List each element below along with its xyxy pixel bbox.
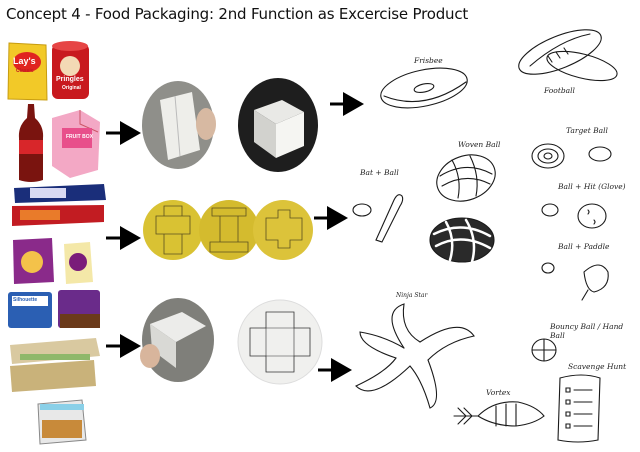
scavenger-hunt-label: Scavenge Hunt <box>568 362 626 371</box>
ball-hit-sketch <box>542 204 606 228</box>
fruit-flakes-photo <box>13 238 54 284</box>
dieline-circle-2 <box>199 200 259 260</box>
target-ball-sketch <box>532 144 611 168</box>
woven-ball-label: Woven Ball <box>458 140 500 149</box>
candy-bar-photo <box>14 184 106 203</box>
vortex-sketch <box>454 402 544 426</box>
dieline-circle-3 <box>253 200 313 260</box>
gummy-pack-photo <box>64 242 93 284</box>
hands-folding-carton-photo <box>140 298 214 382</box>
pringles-label: Pringles <box>56 76 84 83</box>
cross-dieline-photo <box>238 300 322 384</box>
fruit-box-label: FRUIT BOX <box>66 134 93 140</box>
pringles-sub-label: Original <box>62 85 81 91</box>
lays-sub-label: Classic <box>16 68 34 74</box>
target-ball-label: Target Ball <box>566 126 608 135</box>
coke-bottle-photo <box>19 104 43 182</box>
frisbee-label: Frisbee <box>414 56 443 65</box>
bat-ball-sketch <box>353 195 403 242</box>
football-label: Football <box>544 86 575 95</box>
dieline-circle-1 <box>143 200 203 260</box>
silhouette-label: Silhouette <box>13 297 37 303</box>
woven-ball-dark-sketch <box>430 218 494 262</box>
vortex-label: Vortex <box>486 388 511 397</box>
sandwich-pack-photo <box>10 338 100 392</box>
ball-hit-label: Ball + Hit (Glove) <box>558 182 626 191</box>
frisbee-sketch <box>377 61 471 115</box>
white-cube-photo <box>238 78 318 172</box>
bouncy-ball-label: Bouncy Ball / Hand Ball <box>550 322 632 340</box>
snack-bar-photo <box>12 205 104 226</box>
yogurt-cups-photo <box>8 290 100 328</box>
hands-folding-box-photo <box>142 81 216 169</box>
bouncy-ball-sketch <box>532 339 556 361</box>
ball-paddle-label: Ball + Paddle <box>558 242 609 251</box>
ball-paddle-sketch <box>542 263 608 300</box>
scavenger-list-sketch <box>558 375 600 442</box>
lunch-tray-photo <box>38 400 86 444</box>
football-sketch <box>513 21 620 87</box>
juice-box-photo <box>52 110 100 178</box>
lays-label: Lay's <box>13 56 36 66</box>
bat-ball-label: Bat + Ball <box>360 168 399 177</box>
ninja-star-sketch <box>356 304 474 408</box>
ninja-star-label: Ninja Star <box>396 292 427 299</box>
woven-ball-sketch <box>430 147 501 209</box>
